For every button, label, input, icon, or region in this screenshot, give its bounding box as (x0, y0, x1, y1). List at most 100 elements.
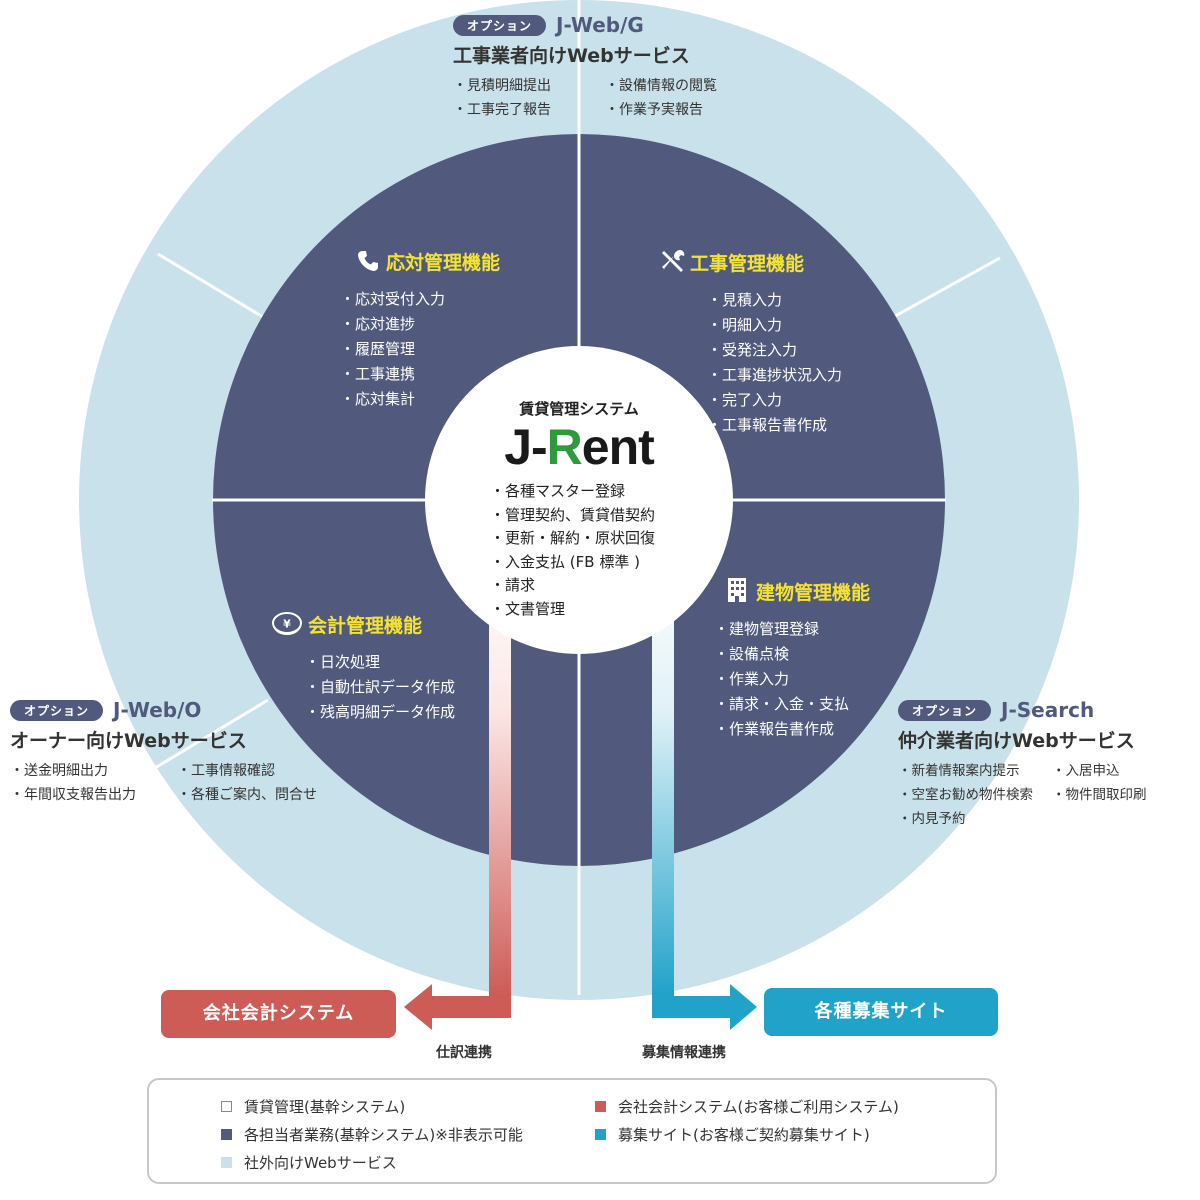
list-item: 完了入力 (707, 388, 842, 413)
list-item: 作業予実報告 (605, 98, 743, 122)
legend-item: 会社会計システム(お客様ご利用システム) (595, 1096, 899, 1117)
list-item: 各種マスター登録 (490, 480, 655, 504)
legend-item: 募集サイト(お客様ご契約募集サイト) (595, 1124, 870, 1145)
list-item: 工事情報確認 (177, 759, 330, 783)
list-item: 日次処理 (305, 650, 455, 675)
phone-icon (356, 249, 380, 273)
list-item: 受発注入力 (707, 338, 842, 363)
list-item: 物件間取印刷 (1052, 783, 1192, 807)
list-item: 履歴管理 (340, 337, 500, 362)
list-item: 文書管理 (490, 598, 655, 622)
quadrant-title: 建物管理機能 (726, 577, 870, 605)
quadrant-feature-list: 建物管理登録 設備点検 作業入力 請求・入金・支払 作業報告書作成 (714, 617, 870, 742)
svg-text:¥: ¥ (283, 618, 291, 631)
list-item: 応対受付入力 (340, 287, 500, 312)
list-item: 設備点検 (714, 642, 870, 667)
list-item: 自動仕訳データ作成 (305, 675, 455, 700)
quadrant-title: 応対管理機能 (356, 248, 500, 275)
logo-part: J- (504, 419, 547, 475)
logo-part: ent (581, 419, 655, 475)
legend-swatch (595, 1101, 606, 1112)
quadrant-title-text: 応対管理機能 (386, 252, 501, 274)
quadrant-response: 応対管理機能 応対受付入力 応対進捗 履歴管理 工事連携 応対集計 (355, 248, 500, 412)
legend-label: 社外向けWebサービス (244, 1154, 397, 1172)
list-item: 見積明細提出 (453, 74, 591, 98)
list-item: 工事連携 (340, 362, 500, 387)
accounting-arrow-head (404, 984, 432, 1030)
list-item: 応対進捗 (340, 312, 500, 337)
option-feature-list: 新着情報案内提示 空室お勧め物件検索 内見予約 入居申込 物件間取印刷 (898, 759, 1192, 831)
option-name: J-Search (1001, 698, 1095, 722)
option-badge: オプション (453, 14, 547, 36)
option-name: J-Web/G (556, 13, 644, 37)
list-item: 作業報告書作成 (714, 717, 870, 742)
center-feature-list: 各種マスター登録 管理契約、賃貸借契約 更新・解約・原状回復 入金支払 (FB … (490, 480, 655, 621)
list-item: 工事完了報告 (453, 98, 591, 122)
legend-label: 募集サイト(お客様ご契約募集サイト) (618, 1126, 870, 1144)
option-jweb-o: オプション J-Web/O オーナー向けWebサービス 送金明細出力 年間収支報告… (10, 698, 330, 807)
option-title: 仲介業者向けWebサービス (898, 730, 1135, 752)
legend-swatch (221, 1129, 232, 1140)
quadrant-title-text: 建物管理機能 (756, 582, 871, 604)
list-item: 管理契約、賃貸借契約 (490, 504, 655, 528)
logo-part-accent: R (546, 419, 583, 475)
accounting-system-box: 会社会計システム (161, 990, 396, 1038)
option-badge: オプション (898, 699, 992, 721)
list-item: 送金明細出力 (10, 759, 163, 783)
list-item: 入金支払 (FB 標準 ) (490, 551, 655, 575)
list-item: 工事進捗状況入力 (707, 363, 842, 388)
legend-swatch (595, 1129, 606, 1140)
option-name: J-Web/O (113, 698, 202, 722)
recruit-flow-column (652, 560, 674, 996)
list-item: 請求 (490, 574, 655, 598)
legend: 賃貸管理(基幹システム) 各担当者業務(基幹システム)※非表示可能 社外向けWe… (147, 1078, 997, 1184)
list-item: 設備情報の閲覧 (605, 74, 743, 98)
quadrant-feature-list: 応対受付入力 応対進捗 履歴管理 工事連携 応対集計 (340, 287, 500, 412)
recruit-link-label: 募集情報連携 (642, 1045, 726, 1061)
list-item: 工事報告書作成 (707, 413, 842, 438)
option-feature-list: 送金明細出力 年間収支報告出力 工事情報確認 各種ご案内、問合せ (10, 759, 330, 807)
yen-coin-icon: ¥ (272, 612, 302, 636)
list-item: 入居申込 (1052, 759, 1192, 783)
list-item: 明細入力 (707, 313, 842, 338)
option-jweb-g-header: オプション J-Web/G (453, 13, 743, 37)
ring-divider-upper-left (157, 252, 269, 322)
legend-swatch (221, 1157, 232, 1168)
quadrant-feature-list: 見積入力 明細入力 受発注入力 工事進捗状況入力 完了入力 工事報告書作成 (707, 288, 842, 438)
list-item: 新着情報案内提示 (898, 759, 1038, 783)
option-jweb-o-header: オプション J-Web/O (10, 698, 330, 722)
accounting-arrow-corner (489, 994, 511, 1018)
list-item: 更新・解約・原状回復 (490, 527, 655, 551)
legend-item: 賃貸管理(基幹システム) (221, 1096, 405, 1117)
center-subtitle: 賃貸管理システム (519, 400, 639, 418)
list-item: 空室お勧め物件検索 (898, 783, 1038, 807)
recruit-arrow-head (730, 984, 757, 1030)
list-item: 建物管理登録 (714, 617, 870, 642)
legend-swatch (221, 1101, 232, 1112)
legend-label: 各担当者業務(基幹システム)※非表示可能 (244, 1126, 523, 1144)
quadrant-title-text: 会計管理機能 (308, 615, 423, 637)
list-item: 応対集計 (340, 387, 500, 412)
quadrant-building: 建物管理機能 建物管理登録 設備点検 作業入力 請求・入金・支払 作業報告書作成 (726, 577, 870, 742)
legend-label: 会社会計システム(お客様ご利用システム) (618, 1098, 899, 1116)
option-jsearch-header: オプション J-Search (898, 698, 1192, 722)
option-jsearch: オプション J-Search 仲介業者向けWebサービス 新着情報案内提示 空室お… (898, 698, 1192, 831)
building-icon (726, 577, 750, 602)
list-item: 内見予約 (898, 807, 1038, 831)
accounting-link-label: 仕訳連携 (436, 1045, 492, 1061)
list-item: 残高明細データ作成 (305, 700, 455, 725)
option-feature-list: 見積明細提出 工事完了報告 設備情報の閲覧 作業予実報告 (453, 74, 743, 122)
option-badge: オプション (10, 699, 104, 721)
quadrant-feature-list: 日次処理 自動仕訳データ作成 残高明細データ作成 (305, 650, 455, 725)
legend-item: 社外向けWebサービス (221, 1152, 397, 1173)
list-item: 各種ご案内、問合せ (177, 783, 330, 807)
recruit-arrow-corner (652, 994, 674, 1018)
option-title: オーナー向けWebサービス (10, 730, 247, 752)
accounting-flow-column (489, 560, 511, 996)
list-item: 見積入力 (707, 288, 842, 313)
list-item: 請求・入金・支払 (714, 692, 870, 717)
quadrant-title: 工事管理機能 (660, 248, 842, 276)
list-item: 年間収支報告出力 (10, 783, 163, 807)
list-item: 作業入力 (714, 667, 870, 692)
